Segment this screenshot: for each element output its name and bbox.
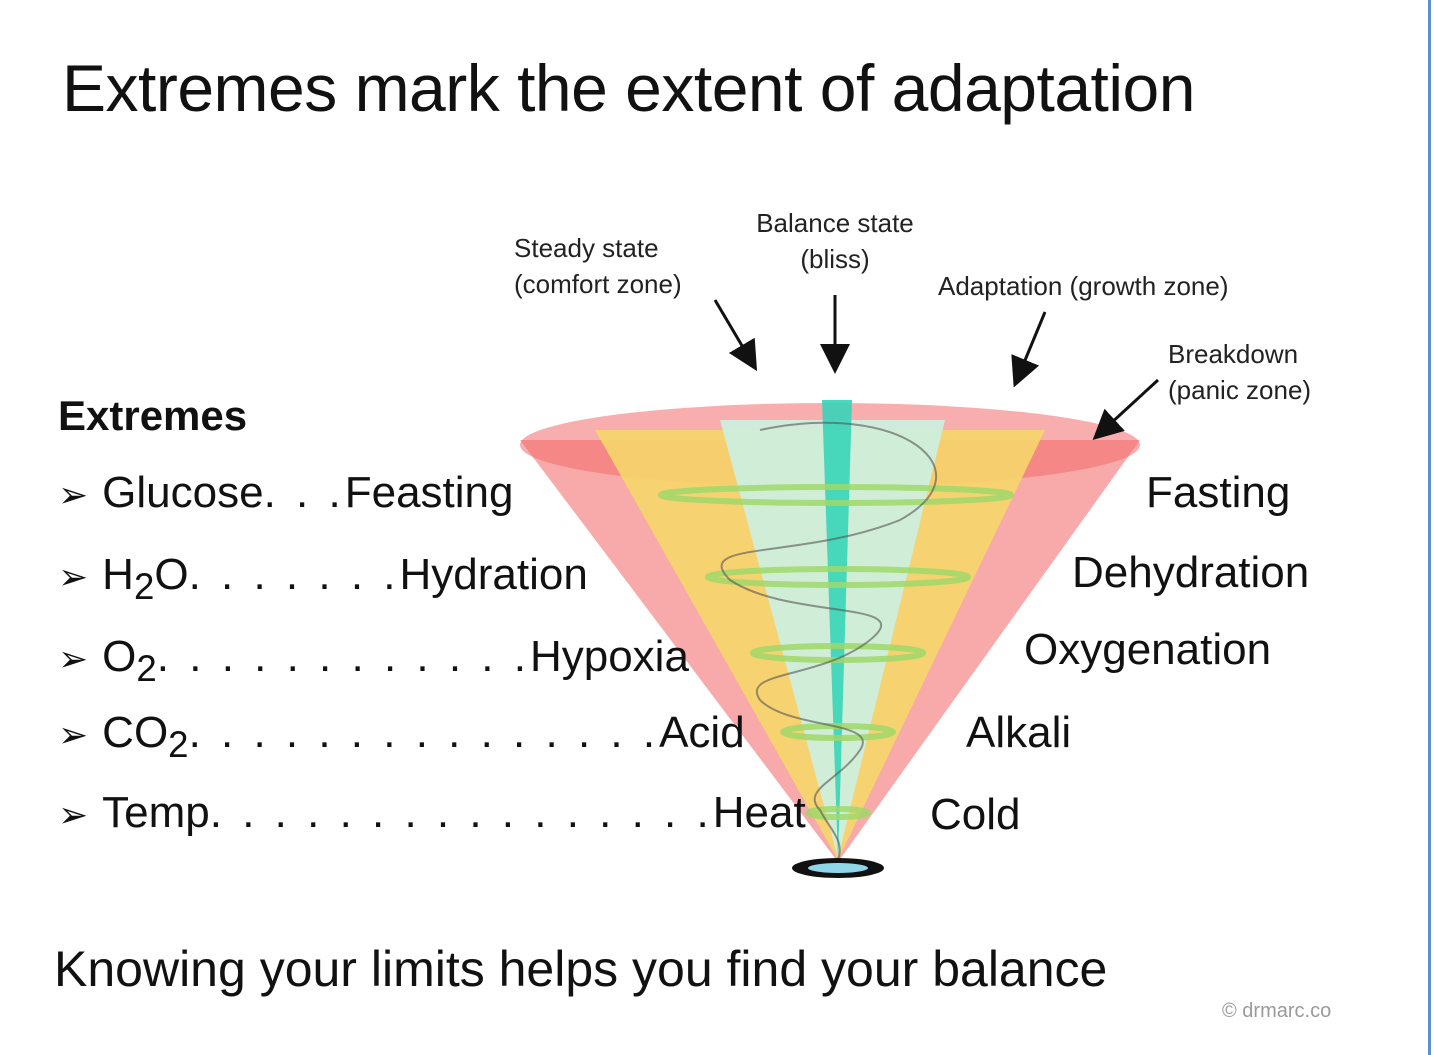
- row-left-extreme: Hydration: [399, 550, 588, 599]
- ring-3: [750, 643, 926, 663]
- copyright-notice: © drmarc.co: [1222, 1000, 1332, 1022]
- extreme-row: ➢ Glucose . . .Feasting: [58, 468, 513, 522]
- extreme-row: ➢ Temp . . . . . . . . . . . . . . . .Hea…: [58, 788, 806, 842]
- adaptation-arrow: [1011, 311, 1047, 388]
- ring-5: [805, 806, 871, 820]
- adaptation-label: Adaptation (growth zone): [938, 271, 1229, 301]
- balance-state-label: Balance state (bliss): [756, 208, 914, 274]
- breakdown-label: Breakdown (panic zone): [1168, 339, 1312, 405]
- cone-rings: [658, 484, 1014, 820]
- row-dot-leader: . . . . . . . . . . . .: [156, 632, 530, 681]
- row-left-extreme: Acid: [659, 708, 745, 757]
- bullet-arrow-icon: ➢: [58, 556, 89, 597]
- row-dot-leader: . . . . . . .: [188, 550, 400, 599]
- extreme-row: ➢ O2 . . . . . . . . . . . .Hypoxia: [58, 632, 689, 689]
- row-left-extreme: Heat: [712, 788, 806, 837]
- ring-4: [780, 723, 896, 741]
- bliss-column: [822, 400, 852, 860]
- steady-state-label: Steady state (comfort zone): [514, 233, 682, 299]
- right-label-oxygenation: Oxygenation: [1024, 625, 1272, 674]
- row-dot-leader: . . . . . . . . . . . . . . .: [188, 708, 660, 757]
- row-left-extreme: Feasting: [344, 468, 514, 517]
- row-left-extreme: Hypoxia: [529, 632, 689, 681]
- row-dot-leader: . . .: [263, 468, 345, 517]
- right-label-dehydration: Dehydration: [1072, 548, 1310, 597]
- row-variable-name: Temp: [102, 788, 210, 837]
- right-label-alkali: Alkali: [966, 708, 1072, 757]
- right-frame-border: [1428, 0, 1431, 1055]
- right-label-cold: Cold: [930, 790, 1021, 839]
- right-label-fasting: Fasting: [1146, 468, 1291, 517]
- row-variable-name: O2: [102, 632, 157, 689]
- spiral-line: [720, 421, 938, 861]
- ring-1: [658, 484, 1014, 506]
- footer-caption: Knowing your limits helps you find your …: [54, 941, 1108, 997]
- row-variable-name: CO2: [102, 708, 189, 765]
- row-variable-name: Glucose: [102, 468, 264, 517]
- bullet-arrow-icon: ➢: [58, 474, 89, 515]
- slide-title: Extremes mark the extent of adaptation: [62, 51, 1195, 125]
- base-disc-inner: [808, 863, 868, 873]
- steady-arrow: [713, 299, 758, 372]
- extreme-row: ➢ CO2 . . . . . . . . . . . . . . .Acid: [58, 708, 745, 765]
- ring-2: [705, 566, 971, 588]
- bullet-arrow-icon: ➢: [58, 638, 89, 679]
- breakdown-arrow: [1092, 378, 1160, 441]
- bullet-arrow-icon: ➢: [58, 714, 89, 755]
- extremes-heading: Extremes: [58, 392, 248, 439]
- row-dot-leader: . . . . . . . . . . . . . . . .: [209, 788, 713, 837]
- bullet-arrow-icon: ➢: [58, 794, 89, 835]
- extreme-row: ➢ H2O . . . . . . .Hydration: [58, 550, 588, 607]
- row-variable-name: H2O: [102, 550, 189, 607]
